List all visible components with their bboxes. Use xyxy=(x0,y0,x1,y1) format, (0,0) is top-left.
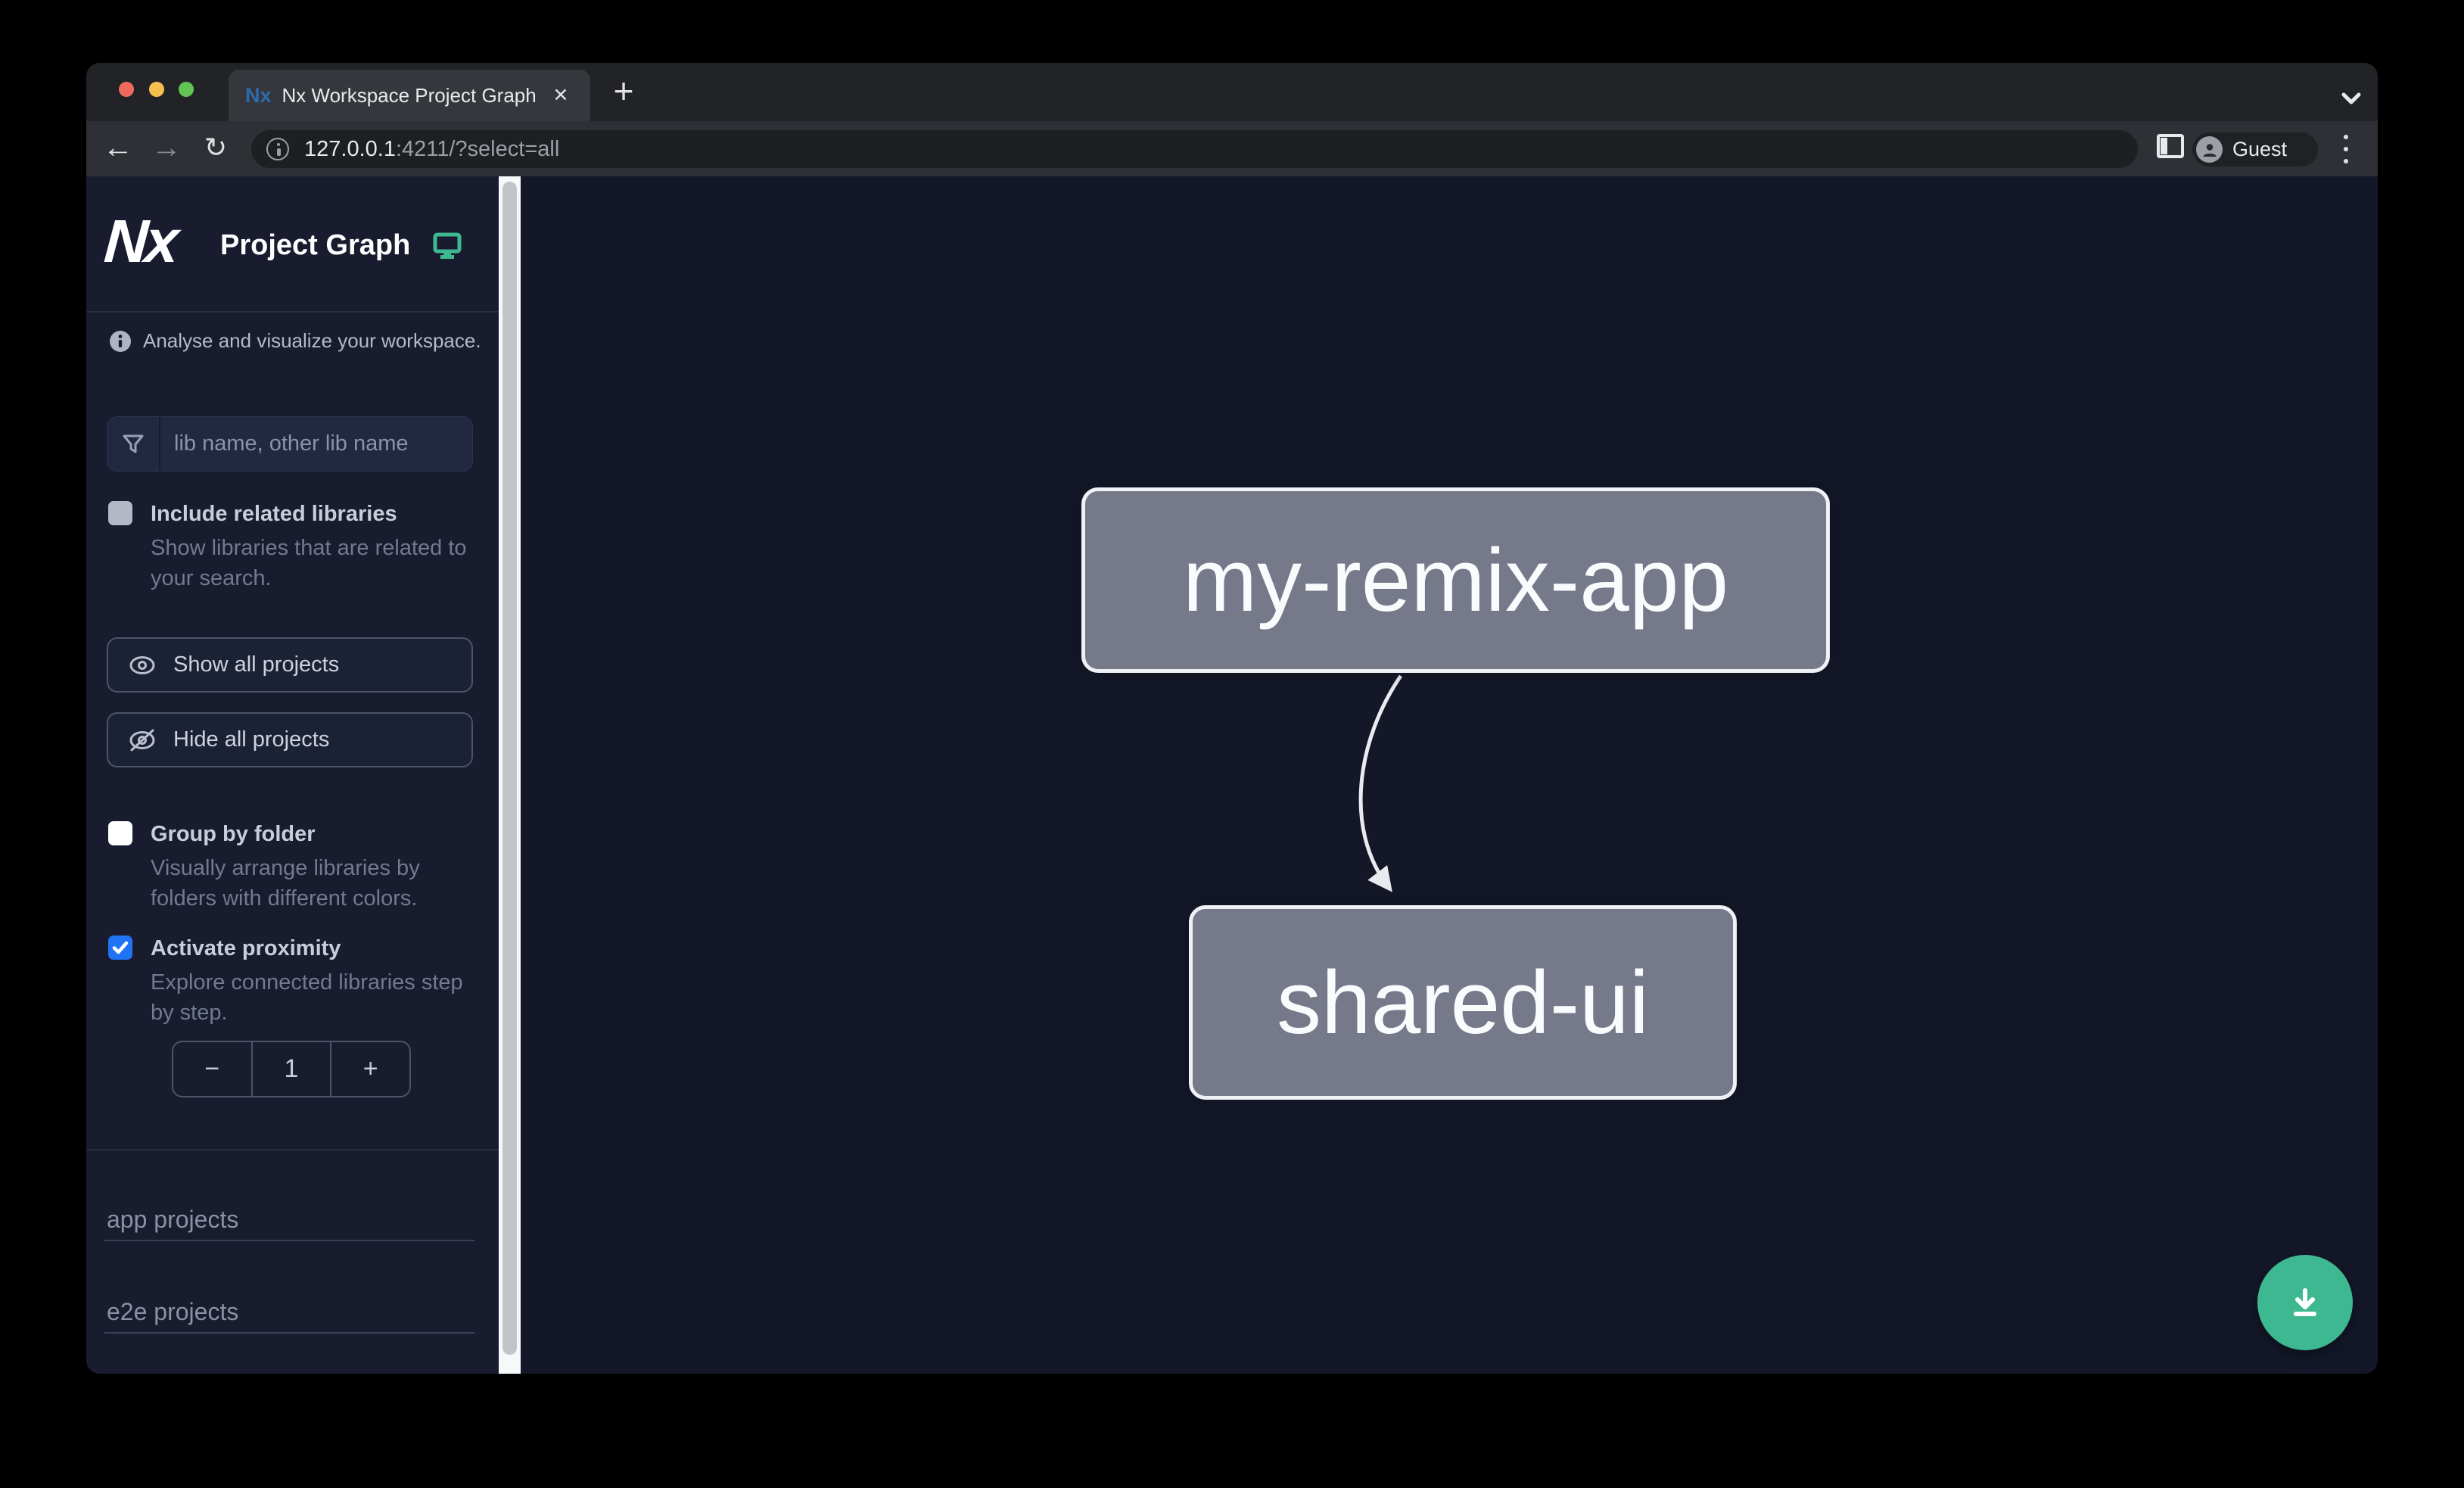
reload-button[interactable]: ↻ xyxy=(204,132,228,163)
url-host: 127.0.0.1 xyxy=(304,136,396,161)
node-shared-ui[interactable]: shared-ui xyxy=(1189,905,1737,1100)
node-my-remix-app[interactable]: my-remix-app xyxy=(1081,487,1830,673)
app-content: Nx Project Graph Analyse and visualize y… xyxy=(86,176,2378,1374)
proximity-increase-button[interactable]: + xyxy=(330,1042,409,1096)
divider xyxy=(86,1149,499,1150)
include-related-description: Show libraries that are related to your … xyxy=(151,536,467,590)
chevron-down-icon[interactable] xyxy=(2338,87,2365,110)
download-icon xyxy=(2294,1288,2316,1316)
eye-icon xyxy=(128,653,157,677)
nx-logo: Nx xyxy=(101,207,179,275)
proximity-stepper: − 1 + xyxy=(172,1041,411,1097)
edge-my-remix-app-to-shared-ui xyxy=(1358,674,1403,892)
nx-favicon-icon: Nx xyxy=(245,83,272,107)
info-icon xyxy=(110,330,131,352)
scrollbar-thumb[interactable] xyxy=(502,182,517,1355)
person-icon xyxy=(2203,143,2216,157)
hide-all-projects-button[interactable]: Hide all projects xyxy=(107,712,473,767)
divider xyxy=(104,1332,474,1334)
node-label: shared-ui xyxy=(1277,952,1649,1053)
activate-proximity-label: Activate proximity xyxy=(151,936,341,960)
profile-button[interactable]: Guest xyxy=(2192,132,2318,167)
browser-window: Nx Nx Workspace Project Graph ✕ + ← → ↻ … xyxy=(86,63,2378,1374)
activate-proximity-description: Explore connected libraries step by step… xyxy=(151,970,463,1025)
node-label: my-remix-app xyxy=(1182,530,1729,630)
activate-proximity-checkbox[interactable] xyxy=(108,935,132,960)
window-zoom-button[interactable] xyxy=(179,82,194,97)
url-path: :4211/?select=all xyxy=(395,136,560,161)
tab-nx-workspace-project-graph[interactable]: Nx Nx Workspace Project Graph ✕ xyxy=(229,70,590,121)
filter-input[interactable] xyxy=(160,417,473,471)
group-by-folder-description: Visually arrange libraries by folders wi… xyxy=(151,856,420,911)
window-close-button[interactable] xyxy=(119,82,134,97)
browser-menu-icon[interactable] xyxy=(2341,130,2350,170)
include-related-checkbox[interactable] xyxy=(108,501,132,525)
forward-button[interactable]: → xyxy=(151,131,182,164)
page-title: Project Graph xyxy=(220,229,411,261)
sidebar: Nx Project Graph Analyse and visualize y… xyxy=(86,176,499,1374)
monitor-icon[interactable] xyxy=(432,231,462,261)
address-bar[interactable]: 127.0.0.1:4211/?select=all xyxy=(251,130,2138,168)
sidebar-scrollbar[interactable] xyxy=(499,176,521,1374)
hide-all-projects-label: Hide all projects xyxy=(173,727,330,752)
window-minimize-button[interactable] xyxy=(149,82,164,97)
url-text: 127.0.0.1:4211/?select=all xyxy=(304,137,559,162)
back-button[interactable]: ← xyxy=(103,131,133,164)
side-panel-icon[interactable] xyxy=(2157,134,2184,158)
download-graph-button[interactable] xyxy=(2257,1255,2353,1350)
graph-canvas[interactable]: my-remix-app shared-ui xyxy=(521,176,2378,1374)
site-info-icon[interactable] xyxy=(266,138,289,160)
tab-close-icon[interactable]: ✕ xyxy=(552,85,569,106)
section-e2e-projects[interactable]: e2e projects xyxy=(107,1298,239,1325)
eye-off-icon xyxy=(128,728,157,752)
section-app-projects[interactable]: app projects xyxy=(107,1206,239,1233)
tab-title: Nx Workspace Project Graph xyxy=(282,83,537,107)
checkmark-icon xyxy=(112,941,129,954)
browser-toolbar: ← → ↻ 127.0.0.1:4211/?select=all xyxy=(86,121,2378,176)
group-by-folder-label: Group by folder xyxy=(151,822,316,846)
include-related-label: Include related libraries xyxy=(151,502,397,526)
tab-strip: Nx Nx Workspace Project Graph ✕ + xyxy=(86,63,2378,121)
profile-label: Guest xyxy=(2232,138,2288,160)
filter-box xyxy=(107,416,473,472)
show-all-projects-label: Show all projects xyxy=(173,652,340,677)
proximity-value: 1 xyxy=(250,1042,331,1096)
proximity-decrease-button[interactable]: − xyxy=(204,1054,220,1083)
divider xyxy=(104,1240,474,1241)
tagline-text: Analyse and visualize your workspace. xyxy=(143,329,481,352)
new-tab-button[interactable]: + xyxy=(613,71,634,111)
avatar xyxy=(2196,136,2223,163)
group-by-folder-checkbox[interactable] xyxy=(108,821,132,845)
funnel-icon xyxy=(107,417,160,471)
show-all-projects-button[interactable]: Show all projects xyxy=(107,637,473,693)
divider xyxy=(86,311,499,313)
